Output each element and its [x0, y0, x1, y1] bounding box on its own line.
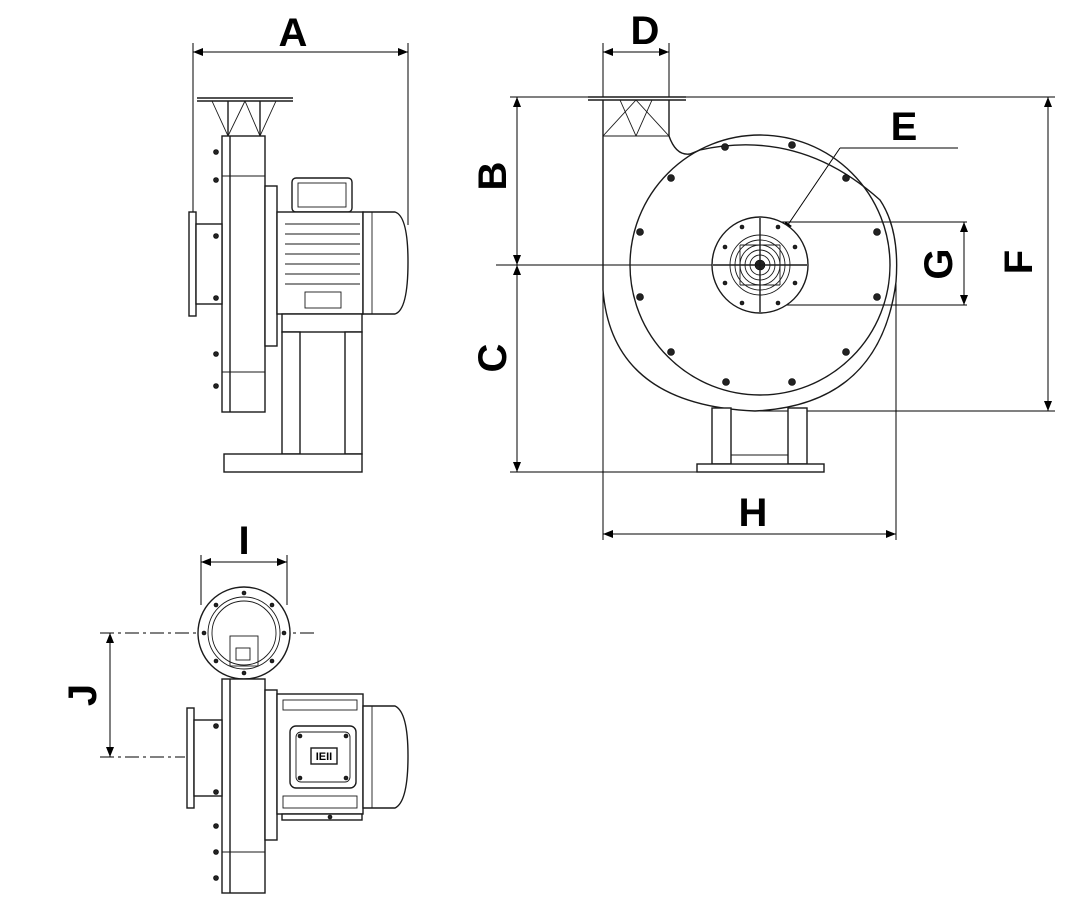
- fan-housing-side: [188, 135, 278, 413]
- top-view: I J: [61, 519, 409, 894]
- dimension-e: E: [782, 105, 958, 233]
- inlet-flange-front: [711, 216, 809, 314]
- outlet-front: [588, 96, 686, 137]
- dimension-a: A: [192, 11, 409, 230]
- label-c: C: [471, 344, 515, 373]
- dimension-b: B: [471, 97, 521, 265]
- label-e: E: [891, 105, 918, 149]
- motor-top: IEII: [276, 693, 409, 821]
- dimension-c: C: [471, 265, 521, 472]
- outlet-flange: [197, 97, 293, 137]
- label-d: D: [631, 9, 660, 53]
- label-a: A: [279, 11, 308, 55]
- outlet-flange-top: [197, 586, 291, 680]
- motor-side: [276, 177, 409, 315]
- housing-bolts: [636, 141, 881, 386]
- label-f: F: [997, 250, 1041, 274]
- dimension-d: D: [602, 9, 670, 97]
- motor-nameplate: IEII: [316, 751, 333, 763]
- scroll-housing: [602, 134, 898, 412]
- dimension-f: F: [997, 97, 1052, 411]
- label-g: G: [917, 248, 961, 279]
- label-i: I: [238, 519, 249, 563]
- stand-front: [696, 407, 825, 473]
- front-view: B C F D H G: [471, 9, 1055, 540]
- label-b: B: [471, 162, 515, 191]
- side-view: A: [188, 11, 409, 473]
- stand-side: [223, 313, 363, 473]
- label-h: H: [739, 491, 768, 535]
- dimension-h: H: [602, 125, 897, 540]
- dimension-g: G: [760, 221, 968, 306]
- fan-housing-top: [186, 678, 278, 894]
- label-j: J: [61, 684, 105, 706]
- dimension-i: I: [200, 519, 288, 605]
